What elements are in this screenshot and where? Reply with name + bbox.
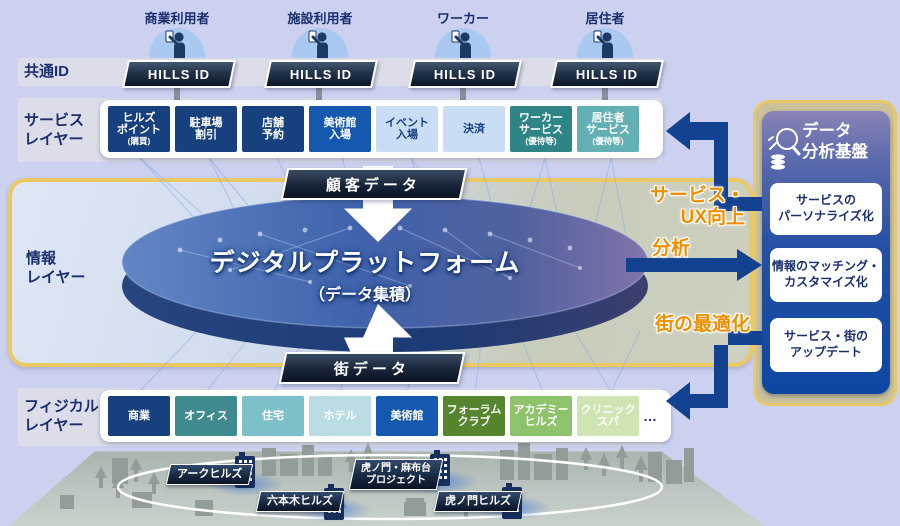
service-box-sub: (購買) (127, 135, 151, 146)
connector-stem (602, 84, 608, 102)
physical-box-label: ホテル (323, 409, 357, 422)
physical-box-residence: 住宅 (242, 396, 304, 436)
platform-title-block: デジタルプラットフォーム （データ集積） (125, 243, 605, 305)
arrow-analysis (626, 249, 762, 281)
more-facilities-dots: … (643, 408, 658, 424)
user-icon-resident (577, 28, 633, 58)
label-service-layer: サービス レイヤー (24, 112, 85, 148)
physical-box-forum-club: フォーラム クラブ (443, 396, 505, 436)
hills-id-badge: HILLS ID (122, 60, 236, 88)
analysis-item-personalize: サービスの パーソナライズ化 (770, 183, 882, 235)
service-box-resident-service: 居住者 サービス (優待等) (577, 106, 639, 152)
service-box-label: 美術館 入場 (323, 116, 357, 141)
hills-id-badge: HILLS ID (550, 60, 664, 88)
physical-box-hotel: ホテル (309, 396, 371, 436)
person-phone-icon (165, 30, 185, 58)
flow-label-analysis: 分析 (651, 238, 690, 259)
analysis-panel: データ 分析基盤 サービスの パーソナライズ化 情報のマッチング・ カスタマイズ… (762, 111, 890, 394)
service-box-label: 店舗 予約 (262, 116, 284, 141)
person-phone-icon (593, 30, 613, 58)
flow-arrows (626, 112, 762, 420)
physical-box-academy-hills: アカデミー ヒルズ (510, 396, 572, 436)
lightbulb-analysis-icon (768, 128, 801, 170)
user-icon-commercial (149, 28, 205, 58)
physical-box-label: アカデミー ヒルズ (513, 403, 569, 428)
analysis-item-matching: 情報のマッチング・ カスタマイズ化 (770, 248, 882, 302)
service-box-store-reserve: 店舗 予約 (242, 106, 304, 152)
banner-customer-data: 顧客データ (280, 168, 468, 200)
physical-box-label: 美術館 (390, 409, 424, 422)
person-phone-icon (451, 30, 471, 58)
physical-box-office: オフィス (175, 396, 237, 436)
service-box-label: イベント 入場 (385, 116, 429, 141)
service-box-event: イベント 入場 (376, 106, 438, 152)
label-common-id: 共通ID (24, 63, 70, 80)
service-box-label: 居住者 サービス (586, 112, 630, 137)
digital-platform-disc (121, 195, 649, 352)
user-label-facility: 施設利用者 (287, 11, 353, 26)
analysis-item-update: サービス・街の アップデート (770, 318, 882, 372)
connector-stem (460, 84, 466, 102)
service-box-label: 決済 (463, 122, 485, 135)
service-box-label: ワーカー サービス (519, 112, 563, 137)
label-info-layer: 情報 レイヤー (26, 250, 86, 286)
hills-id-badge: HILLS ID (264, 60, 378, 88)
hills-id-badge: HILLS ID (408, 60, 522, 88)
physical-box-label: 住宅 (262, 409, 284, 422)
connector-stem (316, 84, 322, 102)
physical-layer-tray: 商業 オフィス 住宅 ホテル 美術館 フォーラム クラブ アカデミー ヒルズ ク… (100, 390, 671, 442)
service-box-hills-point: ヒルズ ポイント (購買) (108, 106, 170, 152)
physical-box-label: オフィス (184, 409, 228, 422)
banner-city-data: 街データ (278, 352, 466, 384)
flow-label-city-opt: 街の最適化 (654, 314, 750, 335)
service-box-museum: 美術館 入場 (309, 106, 371, 152)
city-label-ark-hills: アークヒルズ (165, 464, 254, 485)
city-label-toranomon-azabudai: 虎ノ門・麻布台 プロジェクト (348, 459, 444, 490)
user-label-resident: 居住者 (585, 11, 625, 26)
user-label-worker: ワーカー (436, 11, 489, 26)
city-label-roppongi-hills: 六本木ヒルズ (255, 491, 345, 512)
service-box-parking: 駐車場 割引 (175, 106, 237, 152)
arrow-city-optimization (666, 331, 762, 420)
hills-network-orbit (116, 453, 664, 521)
flow-label-service-ux: サービス・ UX向上 (649, 185, 745, 228)
city-label-toranomon-hills: 虎ノ門ヒルズ (433, 491, 523, 512)
service-box-sub: (優待等) (525, 135, 557, 146)
analysis-panel-title: データ 分析基盤 (802, 122, 868, 161)
physical-box-clinic-spa: クリニック スパ (577, 396, 639, 436)
user-label-commercial: 商業利用者 (144, 11, 210, 26)
label-physical-layer: フィジカル レイヤー (24, 398, 99, 434)
physical-box-commerce: 商業 (108, 396, 170, 436)
physical-box-museum: 美術館 (376, 396, 438, 436)
person-phone-icon (308, 30, 328, 58)
user-icon-worker (435, 28, 491, 58)
service-box-label: ヒルズ ポイント (117, 112, 161, 137)
service-box-payment: 決済 (443, 106, 505, 152)
service-box-sub: (優待等) (592, 135, 624, 146)
arrow-service-ux (666, 112, 762, 211)
user-icon-facility (292, 28, 348, 58)
connector-stem (174, 84, 180, 102)
physical-box-label: 商業 (128, 409, 150, 422)
service-box-worker-service: ワーカー サービス (優待等) (510, 106, 572, 152)
service-box-label: 駐車場 割引 (189, 116, 223, 141)
physical-box-label: クリニック スパ (580, 403, 636, 428)
platform-title: デジタルプラットフォーム (209, 249, 521, 277)
platform-subtitle: （データ集積） (308, 287, 421, 304)
physical-box-label: フォーラム クラブ (446, 403, 502, 428)
service-layer-tray: ヒルズ ポイント (購買) 駐車場 割引 店舗 予約 美術館 入場 イベント 入… (100, 100, 663, 158)
